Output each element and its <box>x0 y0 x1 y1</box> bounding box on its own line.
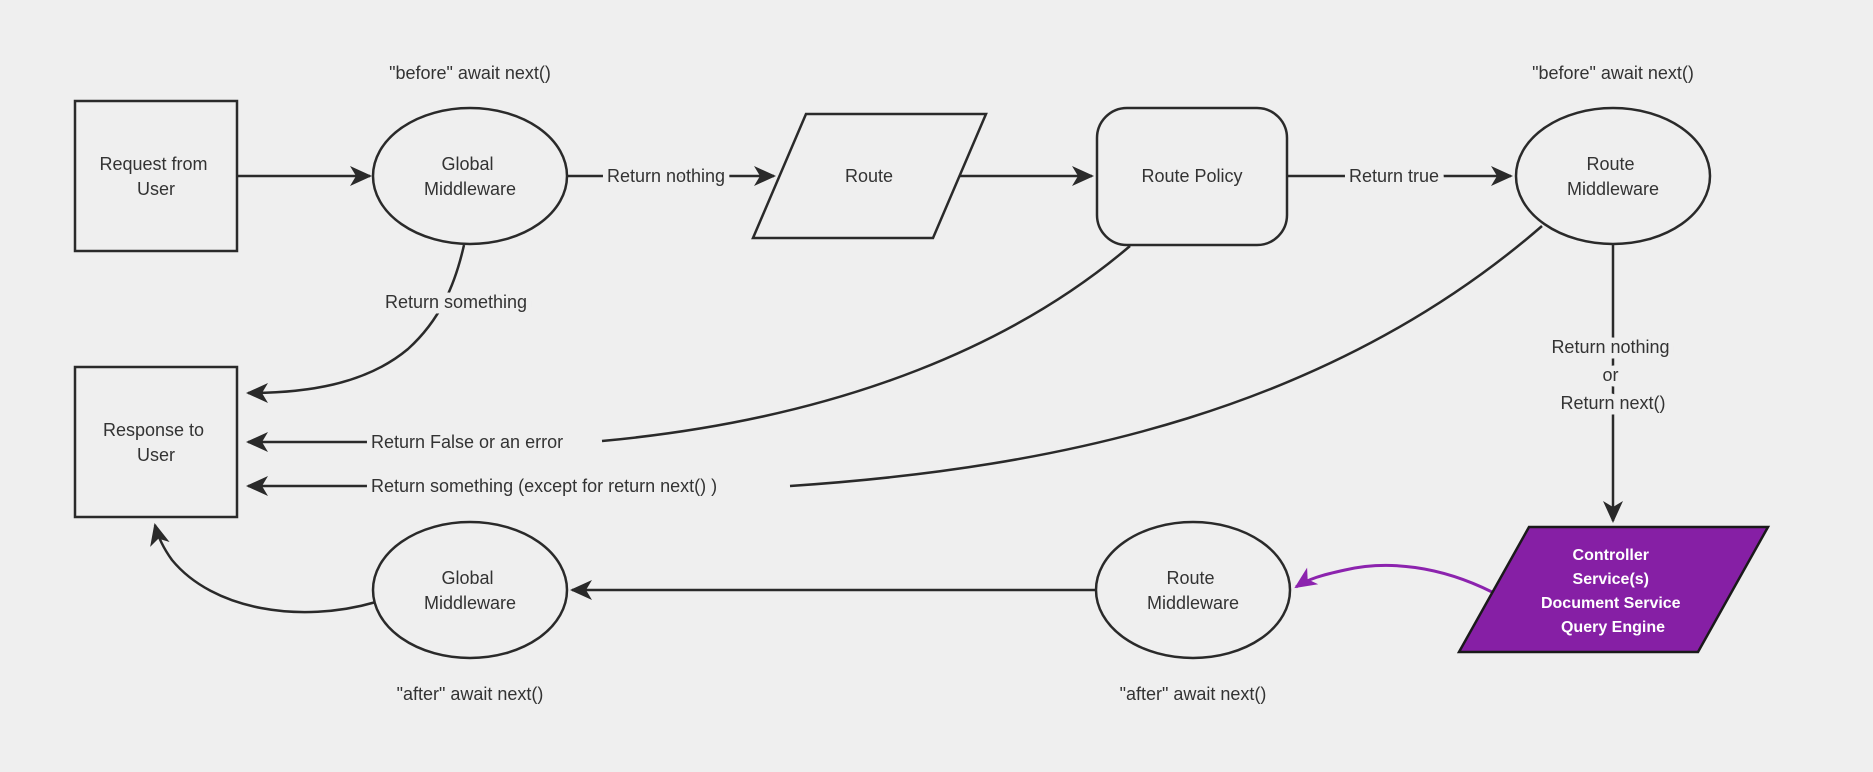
route-middleware-bottom-line2: Middleware <box>1147 593 1239 613</box>
svg-text:Global Middleware: Global Middleware <box>424 568 516 613</box>
edge-label-return-false-or-error: Return False or an error <box>371 432 563 452</box>
return-nothing-or-next-line1: Return nothing <box>1551 337 1669 357</box>
node-route-policy: Route Policy <box>1095 106 1289 247</box>
edge-controller-to-route-middleware <box>1294 563 1493 594</box>
request-label-line2: User <box>137 179 175 199</box>
edge-route-middleware-to-response-curve <box>789 225 1543 488</box>
controller-line2: Service(s) <box>1573 571 1650 588</box>
global-middleware-bottom-line2: Middleware <box>424 593 516 613</box>
edge-route-policy-to-response-curve <box>601 245 1131 443</box>
edge-label-return-true: Return true <box>1349 166 1439 186</box>
controller-line3: Document Service <box>1541 595 1681 612</box>
svg-text:Route Middleware: Route Middleware <box>1147 568 1239 613</box>
global-middleware-bottom-line1: Global <box>441 568 493 588</box>
node-global-middleware-bottom: Global Middleware <box>371 520 569 660</box>
svg-text:Route Middleware: Route Middleware <box>1567 154 1659 199</box>
edge-label-return-something: Return something <box>385 292 527 312</box>
svg-text:Global Middleware: Global Middleware <box>424 154 516 199</box>
annotation-before-await-right: "before" await next() <box>1532 63 1694 83</box>
node-route: Route <box>751 112 988 240</box>
edge-label-return-something-except: Return something (except for return next… <box>371 476 717 496</box>
node-controller-services: Controller Service(s) Document Service Q… <box>1456 525 1771 654</box>
node-route-middleware-top: Route Middleware <box>1514 106 1712 246</box>
annotation-after-await-right: "after" await next() <box>1120 684 1267 704</box>
annotation-after-await-left: "after" await next() <box>397 684 544 704</box>
node-request-from-user: Request from User <box>73 99 239 253</box>
node-global-middleware-top: Global Middleware <box>371 106 569 246</box>
global-middleware-top-line1: Global <box>441 154 493 174</box>
controller-line1: Controller <box>1573 547 1649 564</box>
node-route-middleware-bottom: Route Middleware <box>1094 520 1292 660</box>
route-label: Route <box>845 166 893 186</box>
route-middleware-bottom-line1: Route <box>1166 568 1214 588</box>
svg-text:Controller Service(s): Controller Service(s) Document Service Q… <box>1541 547 1685 636</box>
svg-text:Request from User: Request from User <box>99 154 212 199</box>
global-middleware-top-line2: Middleware <box>424 179 516 199</box>
request-label-line1: Request from <box>99 154 207 174</box>
route-middleware-top-line2: Middleware <box>1567 179 1659 199</box>
return-nothing-or-next-line2: or <box>1602 365 1618 385</box>
edge-label-return-nothing-or-next: Return nothing or Return next() <box>1551 337 1674 413</box>
annotation-before-await-left: "before" await next() <box>389 63 551 83</box>
edge-global-middleware-to-response-box <box>150 523 377 614</box>
route-middleware-top-line1: Route <box>1586 154 1634 174</box>
response-label-line2: User <box>137 445 175 465</box>
edge-label-return-nothing: Return nothing <box>607 166 725 186</box>
return-nothing-or-next-line3: Return next() <box>1560 393 1665 413</box>
node-response-to-user: Response to User <box>73 365 239 519</box>
edge-global-middleware-to-response <box>246 244 466 403</box>
route-policy-label: Route Policy <box>1141 166 1242 186</box>
response-label-line1: Response to <box>103 420 204 440</box>
controller-line4: Query Engine <box>1561 619 1665 636</box>
svg-text:Response to User: Response to User <box>103 420 209 465</box>
